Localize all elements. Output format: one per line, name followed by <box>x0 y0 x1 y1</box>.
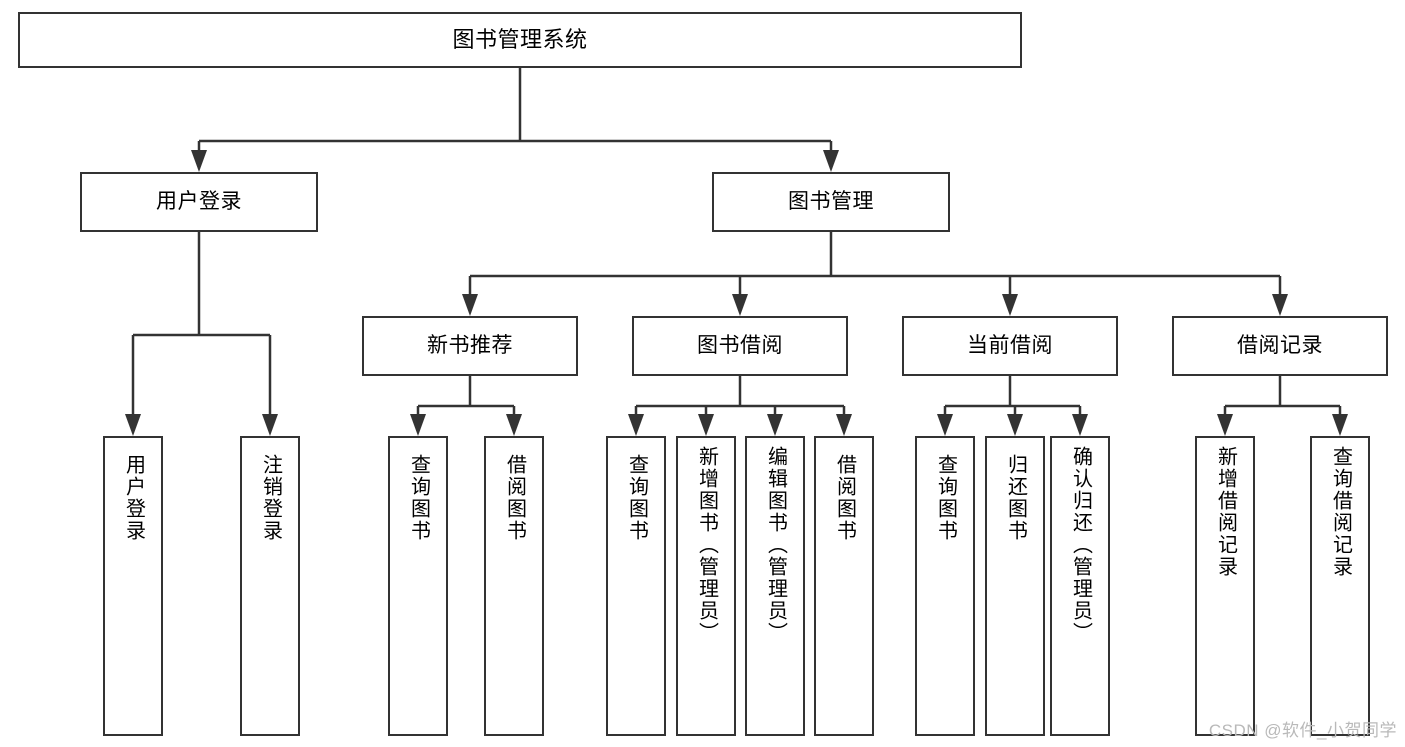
node-new-book-rec[interactable]: 新书推荐 <box>362 316 578 376</box>
node-leaf-add-book[interactable]: 新增图书（管理员） <box>676 436 736 736</box>
node-label: 新增借阅记录 <box>1214 446 1237 578</box>
node-label: 借阅图书 <box>833 454 856 542</box>
node-label: 用户登录 <box>156 189 242 213</box>
node-leaf-query-2[interactable]: 查询图书 <box>606 436 666 736</box>
node-leaf-user-login[interactable]: 用户登录 <box>103 436 163 736</box>
node-leaf-query-1[interactable]: 查询图书 <box>388 436 448 736</box>
node-label: 图书借阅 <box>697 333 783 357</box>
node-label: 用户登录 <box>122 454 145 542</box>
node-label: 注销登录 <box>259 454 282 542</box>
node-current-borrow[interactable]: 当前借阅 <box>902 316 1118 376</box>
node-leaf-confirm[interactable]: 确认归还（管理员） <box>1050 436 1110 736</box>
node-leaf-return[interactable]: 归还图书 <box>985 436 1045 736</box>
arrowhead-icon <box>732 294 748 316</box>
arrowhead-icon <box>1217 414 1233 436</box>
node-label: 查询图书 <box>625 454 648 542</box>
node-book-manage[interactable]: 图书管理 <box>712 172 950 232</box>
node-leaf-borrow-1[interactable]: 借阅图书 <box>484 436 544 736</box>
arrowhead-icon <box>1332 414 1348 436</box>
node-leaf-borrow-2[interactable]: 借阅图书 <box>814 436 874 736</box>
arrowhead-icon <box>191 150 207 172</box>
node-leaf-query-3[interactable]: 查询图书 <box>915 436 975 736</box>
node-root[interactable]: 图书管理系统 <box>18 12 1022 68</box>
node-label: 图书管理系统 <box>452 27 588 53</box>
node-borrow-record[interactable]: 借阅记录 <box>1172 316 1388 376</box>
arrowhead-icon <box>1007 414 1023 436</box>
node-leaf-logout[interactable]: 注销登录 <box>240 436 300 736</box>
node-label: 查询图书 <box>407 454 430 542</box>
node-leaf-add-record[interactable]: 新增借阅记录 <box>1195 436 1255 736</box>
node-label: 图书管理 <box>788 189 874 213</box>
arrowhead-icon <box>506 414 522 436</box>
node-leaf-qry-record[interactable]: 查询借阅记录 <box>1310 436 1370 736</box>
node-label: 新增图书（管理员） <box>695 446 718 644</box>
arrowhead-icon <box>937 414 953 436</box>
node-label: 编辑图书（管理员） <box>764 446 787 644</box>
node-label: 借阅图书 <box>503 454 526 542</box>
node-label: 新书推荐 <box>427 333 513 357</box>
arrowhead-icon <box>836 414 852 436</box>
arrowhead-icon <box>698 414 714 436</box>
arrowhead-icon <box>125 414 141 436</box>
node-user-login[interactable]: 用户登录 <box>80 172 318 232</box>
arrowhead-icon <box>1002 294 1018 316</box>
arrowhead-icon <box>1072 414 1088 436</box>
arrowhead-icon <box>410 414 426 436</box>
arrowhead-icon <box>628 414 644 436</box>
node-label: 查询图书 <box>934 454 957 542</box>
node-book-borrow[interactable]: 图书借阅 <box>632 316 848 376</box>
arrowhead-icon <box>262 414 278 436</box>
node-label: 借阅记录 <box>1237 333 1323 357</box>
arrowhead-icon <box>462 294 478 316</box>
node-leaf-edit-book[interactable]: 编辑图书（管理员） <box>745 436 805 736</box>
arrowhead-icon <box>767 414 783 436</box>
node-label: 确认归还（管理员） <box>1069 446 1092 644</box>
watermark-text: CSDN @软件_小贺同学 <box>1208 721 1397 740</box>
arrowhead-icon <box>823 150 839 172</box>
node-label: 查询借阅记录 <box>1329 446 1352 578</box>
arrowhead-icon <box>1272 294 1288 316</box>
node-label: 当前借阅 <box>967 333 1053 357</box>
node-label: 归还图书 <box>1004 454 1027 542</box>
